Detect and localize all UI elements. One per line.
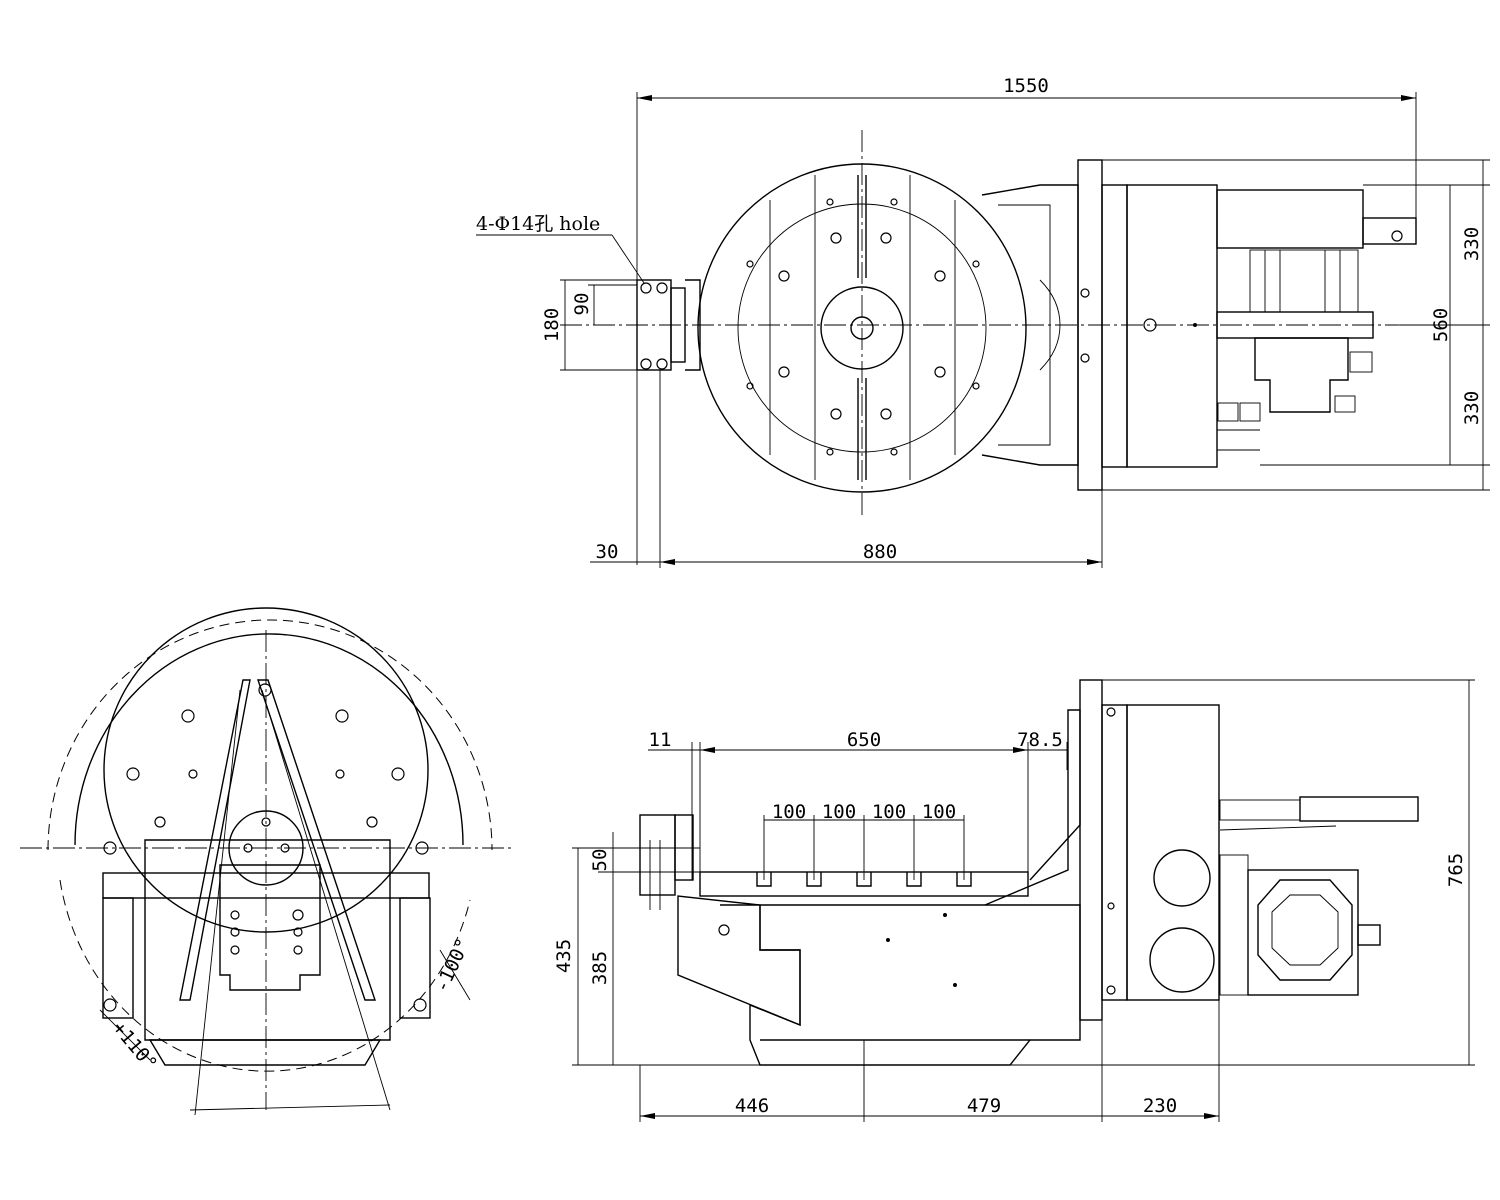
motor-base [1126,184,1218,468]
end-table-top [102,872,430,899]
side-support [677,895,801,1027]
dim-560: 560 [1430,308,1452,342]
motor-arm [1216,189,1364,249]
gearbox [1247,869,1359,996]
end-hub [228,810,304,886]
dim-479: 479 [967,1095,1001,1117]
dim-330-bottom: 330 [1461,391,1483,425]
side-table [699,871,1029,897]
dim-330-top: 330 [1461,227,1483,261]
dim-slot-4: 100 [922,801,956,823]
top-view: 1550 [476,75,1490,568]
dim-slot-1: 100 [772,801,806,823]
dim-385: 385 [589,951,611,985]
dim-slot-3: 100 [872,801,906,823]
dim-650: 650 [847,729,881,751]
dim-880: 880 [863,541,897,563]
dim-90: 90 [571,293,593,316]
dim-78-5: 78.5 [1017,729,1063,751]
side-flange [1079,679,1103,1021]
dim-11: 11 [649,729,672,751]
end-view: +110° -100° [20,607,515,1116]
dim-slot-2: 100 [822,801,856,823]
dim-180: 180 [541,308,563,342]
side-motor-base [1126,704,1220,1001]
side-view: 11 650 78.5 100 100 100 100 [553,679,1475,1122]
dim-446: 446 [735,1095,769,1117]
angle-negative: -100° [431,935,475,996]
dim-435: 435 [553,939,575,973]
dim-30: 30 [596,541,619,563]
dim-50: 50 [589,849,611,872]
dim-765: 765 [1445,853,1467,887]
dim-1550: 1550 [1003,75,1049,97]
dim-230: 230 [1143,1095,1177,1117]
hole-callout: 4-Φ14孔 hole [476,213,600,235]
